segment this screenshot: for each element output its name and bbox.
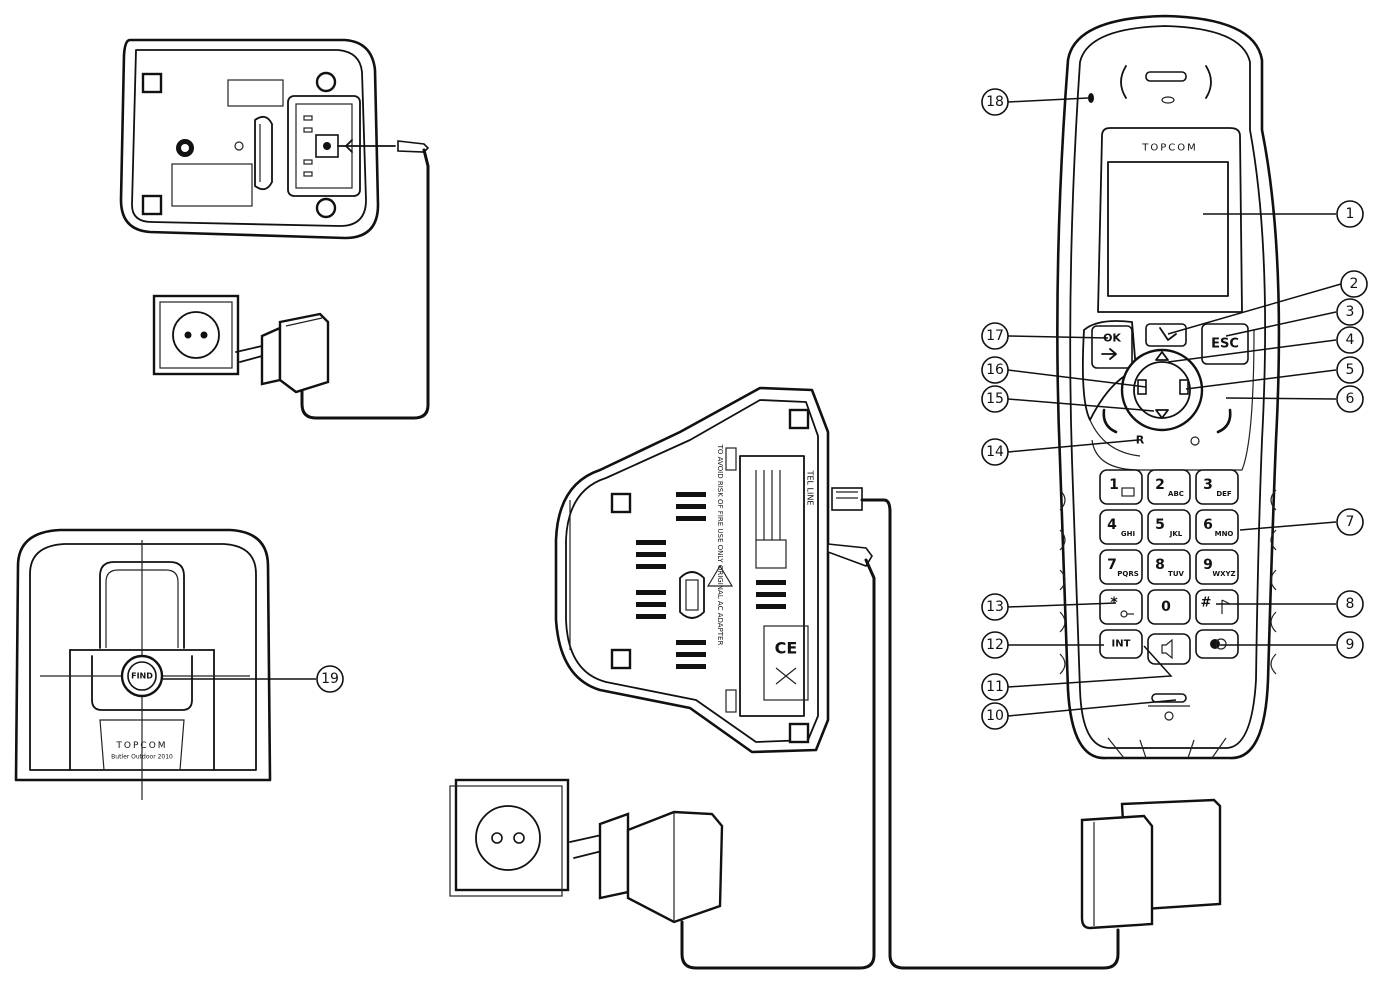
- svg-text:17: 17: [986, 328, 1004, 344]
- svg-text:DEF: DEF: [1216, 490, 1232, 498]
- svg-text:3: 3: [1346, 304, 1355, 320]
- callout-10: 10: [981, 702, 1009, 730]
- key-hash[interactable]: #: [1195, 589, 1239, 625]
- callout-6: 6: [1336, 385, 1364, 413]
- svg-text:19: 19: [321, 671, 339, 687]
- page-button-label: FIND: [131, 672, 153, 681]
- svg-text:2: 2: [1155, 477, 1165, 493]
- phone-line-adapter: [1080, 798, 1222, 930]
- tel-line-label: TEL LINE: [806, 470, 815, 506]
- r-key-label: R: [1136, 434, 1145, 447]
- svg-text:5: 5: [1155, 517, 1165, 533]
- svg-text:13: 13: [986, 599, 1004, 615]
- callout-9: 9: [1336, 631, 1364, 659]
- svg-text:10: 10: [986, 708, 1004, 724]
- svg-text:JKL: JKL: [1169, 530, 1183, 538]
- charger-brand: TOPCOM: [115, 741, 167, 751]
- svg-text:12: 12: [986, 637, 1004, 653]
- callout-1: 1: [1336, 200, 1364, 228]
- dc-jack-icon: [680, 543, 876, 970]
- callout-4: 4: [1336, 326, 1364, 354]
- svg-text:18: 18: [986, 94, 1004, 110]
- callout-16: 16: [981, 356, 1009, 384]
- callout-11: 11: [981, 673, 1009, 701]
- dc-jack-icon: [300, 140, 430, 420]
- key-0[interactable]: 0: [1147, 589, 1191, 625]
- plug-adapter-icon: [569, 810, 724, 924]
- svg-text:11: 11: [986, 679, 1004, 695]
- svg-text:4: 4: [1346, 332, 1355, 348]
- callout-12: 12: [981, 631, 1009, 659]
- plug-adapter-icon: [235, 312, 330, 394]
- key-1[interactable]: 1: [1099, 469, 1143, 505]
- svg-text:9: 9: [1203, 557, 1213, 573]
- svg-text:8: 8: [1346, 596, 1355, 612]
- svg-text:9: 9: [1346, 637, 1355, 653]
- callout-7: 7: [1336, 508, 1364, 536]
- esc-key-label: ESC: [1211, 337, 1239, 352]
- svg-text:8: 8: [1155, 557, 1165, 573]
- svg-text:14: 14: [986, 444, 1004, 460]
- charger-front: TOPCOM Butler Outdoor 2010 FIND: [14, 528, 272, 800]
- svg-text:TUV: TUV: [1168, 570, 1184, 578]
- svg-text:WXYZ: WXYZ: [1212, 570, 1235, 578]
- mute-key[interactable]: [1195, 629, 1239, 659]
- callout-15: 15: [981, 385, 1009, 413]
- svg-text:16: 16: [986, 362, 1004, 378]
- svg-text:1: 1: [1346, 206, 1355, 222]
- svg-text:0: 0: [1161, 599, 1171, 615]
- callout-18: 18: [981, 88, 1009, 116]
- svg-text:2: 2: [1350, 276, 1359, 292]
- svg-text:1: 1: [1109, 477, 1119, 493]
- handset-brand: TOPCOM: [1141, 143, 1198, 154]
- svg-text:PQRS: PQRS: [1117, 570, 1139, 578]
- int-key[interactable]: INT: [1099, 629, 1143, 659]
- svg-text:7: 7: [1107, 557, 1117, 573]
- svg-text:GHI: GHI: [1121, 530, 1135, 538]
- svg-text:#: #: [1201, 596, 1212, 611]
- callout-3: 3: [1336, 298, 1364, 326]
- callout-17: 17: [981, 322, 1009, 350]
- svg-text:6: 6: [1346, 391, 1355, 407]
- power-socket-icon: [152, 294, 240, 376]
- ce-mark: CE: [775, 639, 798, 658]
- svg-text:ABC: ABC: [1168, 490, 1184, 498]
- callout-19: 19: [316, 665, 344, 693]
- leader-lines: [162, 97, 1342, 717]
- power-socket-icon: [449, 778, 570, 897]
- svg-text:15: 15: [986, 391, 1004, 407]
- charger-underside: [119, 38, 396, 240]
- callout-13: 13: [981, 593, 1009, 621]
- svg-text:4: 4: [1107, 517, 1117, 533]
- speaker-key[interactable]: [1147, 633, 1191, 665]
- svg-text:3: 3: [1203, 477, 1213, 493]
- svg-text:7: 7: [1346, 514, 1355, 530]
- callout-14: 14: [981, 438, 1009, 466]
- callout-5: 5: [1336, 356, 1364, 384]
- svg-text:5: 5: [1346, 362, 1355, 378]
- adapter-warning: TO AVOID RISK OF FIRE USE ONLY ORIGINAL …: [716, 444, 724, 646]
- ok-key-label: OK: [1103, 332, 1121, 345]
- svg-text:INT: INT: [1112, 639, 1131, 650]
- callout-8: 8: [1336, 590, 1364, 618]
- phone-wall-jack-icon: [831, 487, 1120, 970]
- callout-2: 2: [1340, 270, 1368, 298]
- key-star[interactable]: *: [1099, 589, 1143, 625]
- svg-text:MNO: MNO: [1215, 530, 1234, 538]
- base-underside: TO AVOID RISK OF FIRE USE ONLY ORIGINAL …: [554, 386, 830, 754]
- svg-text:6: 6: [1203, 517, 1213, 533]
